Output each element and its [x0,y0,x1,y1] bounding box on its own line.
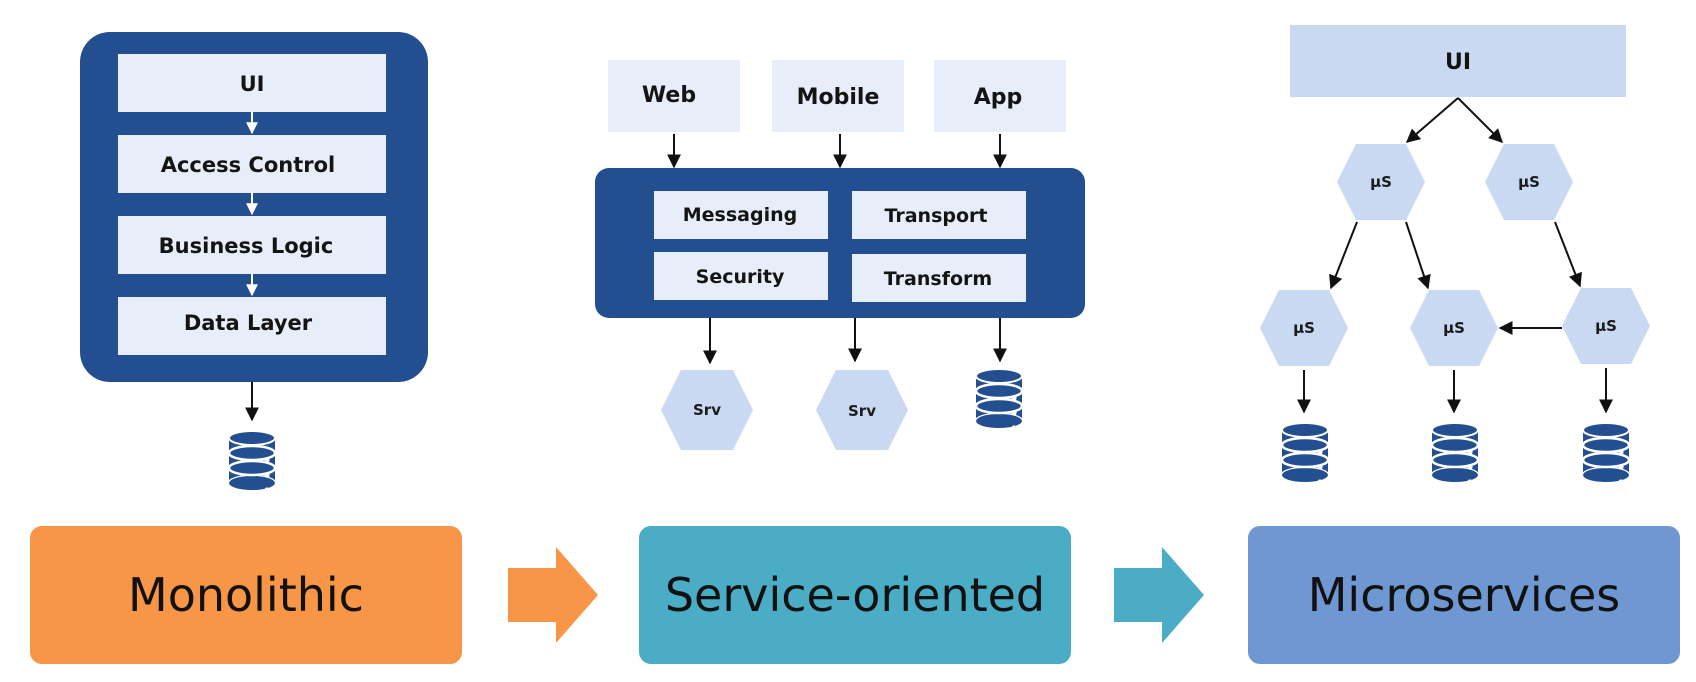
monolithic-banner-label: Monolithic [128,568,364,622]
ms-database-icon-3 [1581,421,1631,486]
service-oriented-banner: Service-oriented [639,526,1071,664]
mono-database-icon [227,429,277,494]
soa-client-app [934,60,1066,132]
soa-module-security-label: Security [696,266,785,288]
ms-hexagon-top-right [1485,144,1573,220]
mono-layer-ui-label: UI [240,72,265,96]
soa-module-transport [852,191,1026,239]
mono-layer-data-label: Data Layer [184,311,313,335]
soa-diagram: Web Mobile App Messaging Transport Secur… [595,60,1085,450]
soa-module-transport-label: Transport [884,205,987,227]
soa-client-mobile [772,60,904,132]
soa-client-app-label: App [974,85,1023,110]
mono-layer-business-logic-label: Business Logic [159,234,334,258]
ms-arrow-tl-bm [1405,221,1431,290]
ms-hexagon-bottom-right [1562,288,1650,364]
ms-arrow-tl-bl [1329,221,1358,290]
service-oriented-banner-label: Service-oriented [664,568,1046,622]
mono-layer-data [118,297,386,355]
ms-bottom-left-label: µS [1293,319,1315,337]
microservices-diagram: UI µS µS µS µS µS [1260,25,1650,486]
soa-module-security [654,252,828,300]
mono-layer-access-control [118,135,386,193]
soa-module-transform [852,254,1026,302]
ms-arrow-ui-left [1405,97,1459,143]
mono-layer-ui [118,54,386,112]
soa-service-1-label: Srv [693,401,721,419]
microservices-banner-label: Microservices [1307,568,1621,622]
soa-service-2-label: Srv [848,402,876,420]
soa-database-icon [974,367,1024,432]
ms-top-left-label: µS [1370,173,1392,191]
monolithic-banner: Monolithic [30,526,462,664]
ms-ui-label: UI [1445,50,1471,75]
ms-bottom-right-label: µS [1595,317,1617,335]
soa-module-messaging [654,191,828,239]
arrow-mono-to-soa-icon [508,547,598,643]
ms-hexagon-bottom-left [1260,290,1348,366]
soa-service-hexagon-2 [816,370,908,450]
microservices-banner: Microservices [1248,526,1680,664]
ms-hexagon-bottom-middle [1410,290,1498,366]
soa-service-hexagon-1 [661,370,753,450]
ms-database-icon-2 [1430,421,1480,486]
ms-hexagon-top-left [1337,144,1425,220]
ms-arrow-ui-right [1457,97,1503,143]
ms-bottom-middle-label: µS [1443,319,1465,337]
mono-layer-access-control-label: Access Control [161,153,336,177]
soa-module-transform-label: Transform [884,268,992,290]
ms-top-right-label: µS [1518,173,1540,191]
ms-ui-box [1290,25,1626,97]
arrow-soa-to-ms-icon [1114,547,1204,643]
ms-database-icon-1 [1280,421,1330,486]
soa-module-messaging-label: Messaging [683,204,797,226]
soa-client-web [608,60,740,132]
soa-client-mobile-label: Mobile [797,85,880,110]
mono-layer-business-logic [118,216,386,274]
monolithic-diagram: UI Access Control Business Logic Data La… [80,32,428,494]
soa-client-web-label: Web [642,83,696,108]
ms-arrow-tr-br [1554,221,1582,288]
